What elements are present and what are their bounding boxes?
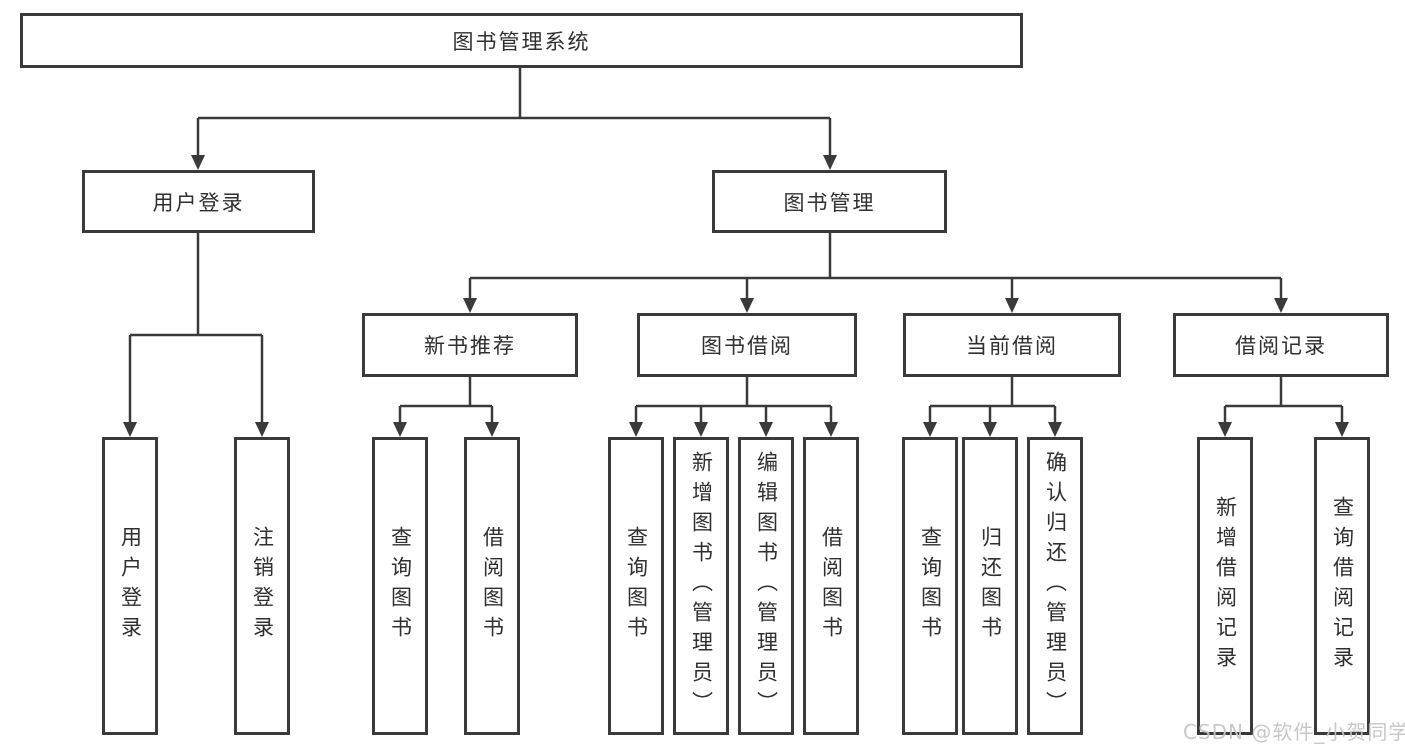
leaf-borrow-books: 借阅图书 <box>803 437 859 735</box>
leaf-label: 归还图书 <box>978 526 1003 646</box>
node-library-management-system: 图书管理系统 <box>20 13 1023 68</box>
leaf-label: 借阅图书 <box>480 526 505 646</box>
csdn-watermark: CSDN @软件_小贺同学 <box>1183 720 1405 744</box>
leaf-label: 查询借阅记录 <box>1330 496 1355 676</box>
node-label: 图书借阅 <box>701 334 793 358</box>
leaf-label: 新增借阅记录 <box>1213 496 1238 676</box>
leaf-query-books-recommend: 查询图书 <box>372 437 428 735</box>
leaf-label: 用户登录 <box>118 526 143 646</box>
leaf-label: 查询图书 <box>918 526 943 646</box>
leaf-label: 查询图书 <box>388 526 413 646</box>
leaf-user-login: 用户登录 <box>102 437 158 735</box>
node-user-login: 用户登录 <box>82 170 315 233</box>
node-label: 图书管理系统 <box>452 29 591 54</box>
leaf-label: 新增图书（管理员） <box>689 451 714 721</box>
leaf-label: 借阅图书 <box>819 526 844 646</box>
leaf-query-books-borrow: 查询图书 <box>608 437 664 735</box>
leaf-add-book-admin: 新增图书（管理员） <box>673 437 729 735</box>
node-label: 用户登录 <box>152 190 245 215</box>
leaf-label: 确认归还（管理员） <box>1043 451 1068 721</box>
node-borrow-records: 借阅记录 <box>1173 313 1389 377</box>
node-book-management: 图书管理 <box>712 170 947 233</box>
leaf-query-books-current: 查询图书 <box>902 437 958 735</box>
leaf-confirm-return-admin: 确认归还（管理员） <box>1027 437 1083 735</box>
node-label: 图书管理 <box>783 190 876 215</box>
node-label: 新书推荐 <box>424 334 516 358</box>
leaf-label: 注销登录 <box>250 526 275 646</box>
node-current-borrow: 当前借阅 <box>903 313 1121 377</box>
leaf-query-borrow-record: 查询借阅记录 <box>1314 437 1370 735</box>
leaf-label: 查询图书 <box>624 526 649 646</box>
leaf-label: 编辑图书（管理员） <box>754 451 779 721</box>
leaf-add-borrow-record: 新增借阅记录 <box>1197 437 1253 735</box>
leaf-borrow-books-recommend: 借阅图书 <box>464 437 520 735</box>
node-book-borrow: 图书借阅 <box>637 313 857 377</box>
node-new-book-recommend: 新书推荐 <box>362 313 578 377</box>
leaf-logout: 注销登录 <box>234 437 290 735</box>
node-label: 借阅记录 <box>1235 334 1327 358</box>
node-label: 当前借阅 <box>966 334 1058 358</box>
leaf-edit-book-admin: 编辑图书（管理员） <box>738 437 794 735</box>
leaf-return-books: 归还图书 <box>962 437 1018 735</box>
